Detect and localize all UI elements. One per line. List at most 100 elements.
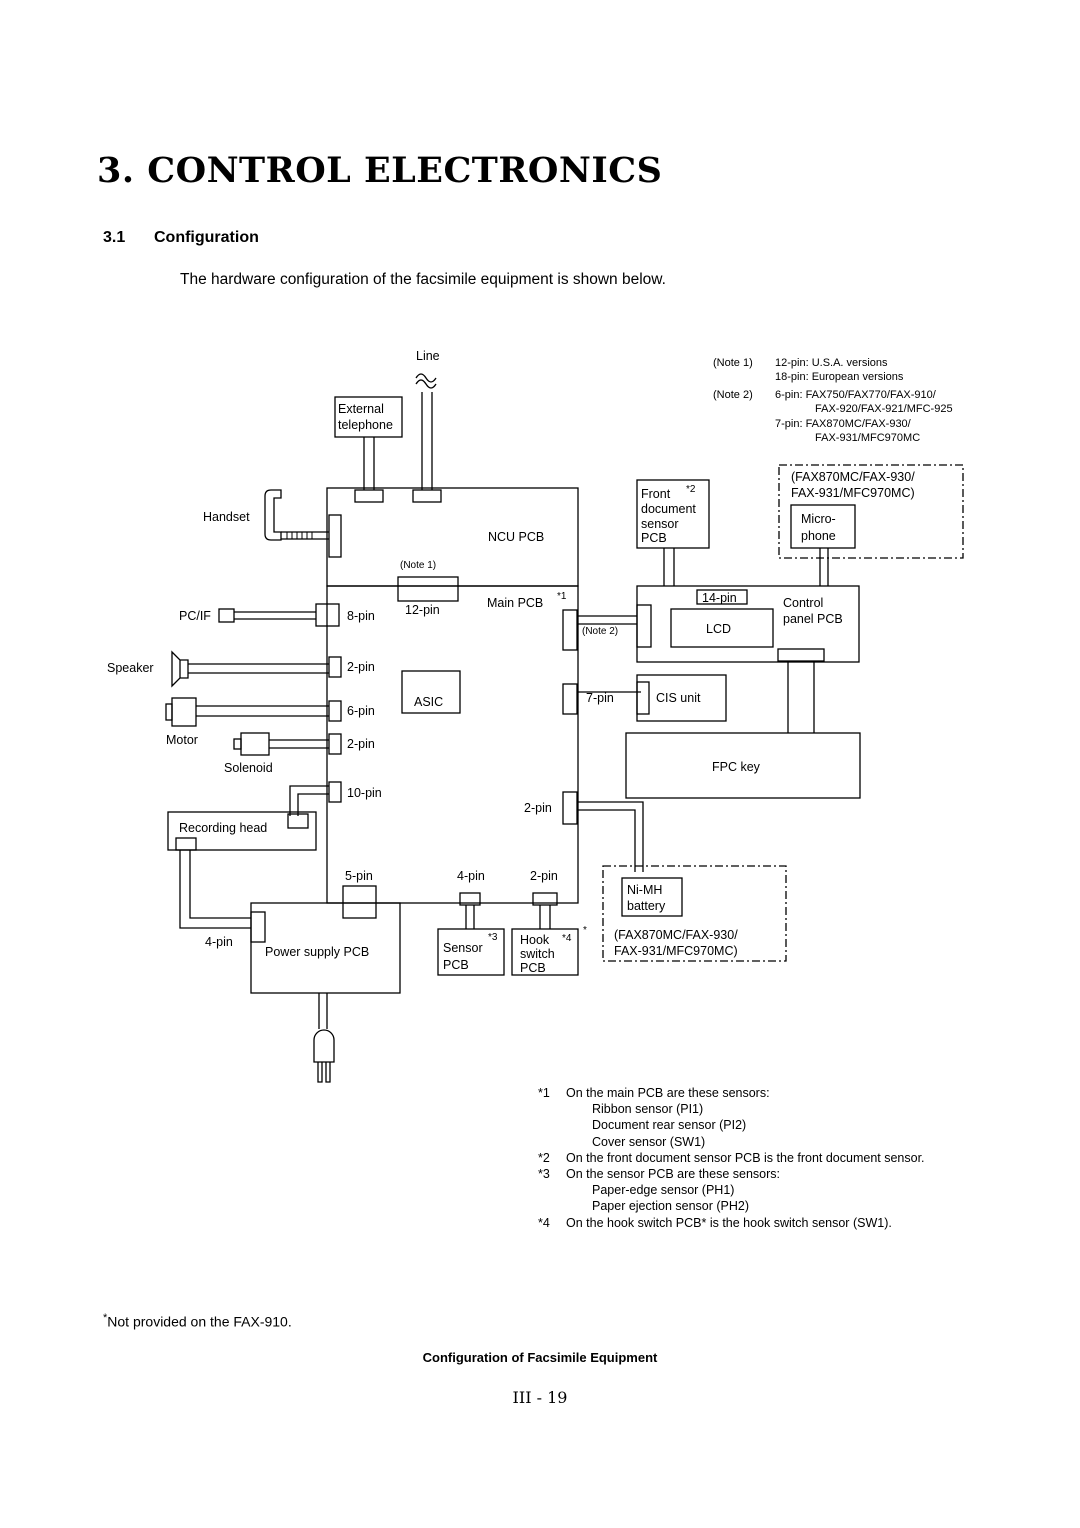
- control-panel-label-2: panel PCB: [783, 612, 843, 626]
- motor-group: Motor: [165, 697, 329, 747]
- battery-box: [621, 877, 683, 917]
- fpc-key-group: FPC key: [625, 732, 861, 799]
- power-supply-label: Power supply PCB: [265, 945, 369, 959]
- battery-label-1: Ni-MH: [627, 883, 662, 897]
- sensor-pcb-label-2: PCB: [443, 958, 469, 972]
- pin-14-label: 14-pin: [702, 591, 737, 605]
- sensor-pcb-group: Sensor PCB *3: [437, 905, 505, 976]
- speaker-icon: [171, 650, 189, 688]
- solenoid-label: Solenoid: [224, 761, 273, 775]
- page-title: 3. CONTROL ELECTRONICS: [97, 150, 663, 191]
- asic-chip: [401, 670, 461, 714]
- footnote-text: On the hook switch PCB* is the hook swit…: [566, 1215, 892, 1230]
- head-connector: [328, 781, 342, 803]
- fpc-connector: [777, 648, 825, 662]
- footnote-sub: Paper-edge sensor (PH1): [592, 1183, 735, 1198]
- pin-2-bottom-label: 2-pin: [530, 869, 558, 883]
- solenoid-connector: [328, 733, 342, 755]
- power-connector: [342, 885, 377, 919]
- footnote-mark: *3: [538, 1167, 550, 1182]
- main-pcb: Main PCB *1 12-pin ASIC 8-pin 2-pin 6-pi…: [315, 585, 618, 919]
- sensor-pcb-label-1: Sensor: [443, 941, 483, 955]
- front-sensor-label-2: document: [641, 502, 696, 516]
- pin-10-label: 10-pin: [347, 786, 382, 800]
- microphone-label-2: phone: [801, 529, 836, 543]
- ncu-pcb: NCU PCB (Note 1): [326, 487, 579, 602]
- handset-cord: [281, 531, 329, 540]
- microphone-models-2: FAX-931/MFC970MC): [791, 486, 915, 500]
- fax-note-mark: *: [103, 1312, 108, 1324]
- figure-caption: Configuration of Facsimile Equipment: [422, 1350, 658, 1365]
- footnote-sub: Ribbon sensor (PI1): [592, 1102, 704, 1117]
- solenoid-icon: [240, 732, 270, 756]
- front-sensor-mark: *2: [686, 484, 696, 495]
- recording-head-box: [167, 811, 317, 851]
- fax-910-note: *Not provided on the FAX-910.: [103, 1312, 292, 1330]
- ncu-pcb-label: NCU PCB: [488, 530, 544, 544]
- footnote-mark: *2: [538, 1150, 550, 1165]
- footnote-text: On the main PCB are these sensors:: [566, 1086, 770, 1100]
- footnote-sub: Cover sensor (SW1): [592, 1134, 706, 1149]
- microphone-box: [790, 504, 856, 549]
- pin-12-label: 12-pin: [405, 603, 440, 617]
- microphone-option-frame: [778, 464, 964, 559]
- handset-icon: [264, 489, 282, 541]
- microphone-models-1: (FAX870MC/FAX-930/: [791, 470, 915, 484]
- cis-unit-group: 7-pin CIS unit: [577, 674, 727, 722]
- line-label: Line: [416, 349, 440, 363]
- battery-models-1: (FAX870MC/FAX-930/: [614, 928, 738, 942]
- phone-line-group: Line: [415, 349, 440, 490]
- note2-tag: (Note 2): [582, 626, 618, 637]
- hook-switch-group: Hook switch PCB *4 *: [511, 905, 587, 976]
- section-title: Configuration: [154, 229, 259, 246]
- note2-line-1: 6-pin: FAX750/FAX770/FAX-910/: [775, 389, 937, 401]
- lcd-label: LCD: [706, 622, 731, 636]
- pin-2-speaker-label: 2-pin: [347, 660, 375, 674]
- footnote-text: On the sensor PCB are these sensors:: [566, 1167, 780, 1182]
- external-telephone-box: [334, 396, 403, 438]
- ncu-connector: [354, 489, 384, 503]
- handset-group: Handset: [203, 489, 329, 541]
- pin-4-power-label: 4-pin: [205, 935, 233, 949]
- intro-paragraph: The hardware configuration of the facsim…: [180, 271, 666, 288]
- sensor-connector: [459, 892, 481, 906]
- note2-line-2: FAX-920/FAX-921/MFC-925: [815, 403, 953, 415]
- note2-label: (Note 2): [713, 389, 753, 401]
- front-sensor-label-3: sensor: [641, 517, 679, 531]
- front-sensor-label-4: PCB: [641, 531, 667, 545]
- motor-icon: [171, 697, 197, 727]
- pin-2-right-label: 2-pin: [524, 801, 552, 815]
- microphone-group: (FAX870MC/FAX-930/ FAX-931/MFC970MC) Mic…: [778, 464, 964, 586]
- hook-switch-label-1: Hook: [520, 933, 550, 947]
- pin-2-solenoid-label: 2-pin: [347, 737, 375, 751]
- power-supply-box: [250, 902, 401, 994]
- external-telephone-group: External telephone: [334, 396, 403, 490]
- footnote-text: On the front document sensor PCB is the …: [566, 1150, 925, 1165]
- front-sensor-group: Front document sensor PCB *2: [636, 479, 710, 586]
- footnote-3: *3 On the sensor PCB are these sensors: …: [538, 1166, 978, 1215]
- page-number: III - 19: [512, 1388, 568, 1407]
- power-plug-icon: [313, 1029, 335, 1063]
- control-panel-label-1: Control: [783, 596, 823, 610]
- note1-line-1: 12-pin: U.S.A. versions: [775, 357, 888, 369]
- notes-legend: (Note 1) 12-pin: U.S.A. versions 18-pin:…: [713, 357, 953, 444]
- main-pcb-mark: *1: [557, 591, 567, 602]
- ac-symbol-icon-2: [415, 379, 437, 389]
- fax-note-text: Not provided on the FAX-910.: [107, 1313, 292, 1330]
- footnotes: *1 On the main PCB are these sensors: Ri…: [538, 1085, 978, 1231]
- pin-14-connector: [696, 589, 748, 605]
- note1-line-2: 18-pin: European versions: [775, 371, 904, 383]
- motor-label: Motor: [166, 733, 198, 747]
- power-supply-group: 4-pin Power supply PCB: [205, 902, 401, 1083]
- pc-if-label: PC/IF: [179, 609, 211, 623]
- sensor-pcb-box: [437, 928, 505, 976]
- hook-switch-label-2: switch: [520, 947, 555, 961]
- external-telephone-label-2: telephone: [338, 418, 393, 432]
- note1-tag: (Note 1): [400, 560, 436, 571]
- battery-connector: [562, 791, 578, 825]
- pc-if-port-icon: [218, 608, 235, 623]
- footnote-mark: *4: [538, 1215, 550, 1230]
- pin-6-label: 6-pin: [347, 704, 375, 718]
- battery-models-2: FAX-931/MFC970MC): [614, 944, 738, 958]
